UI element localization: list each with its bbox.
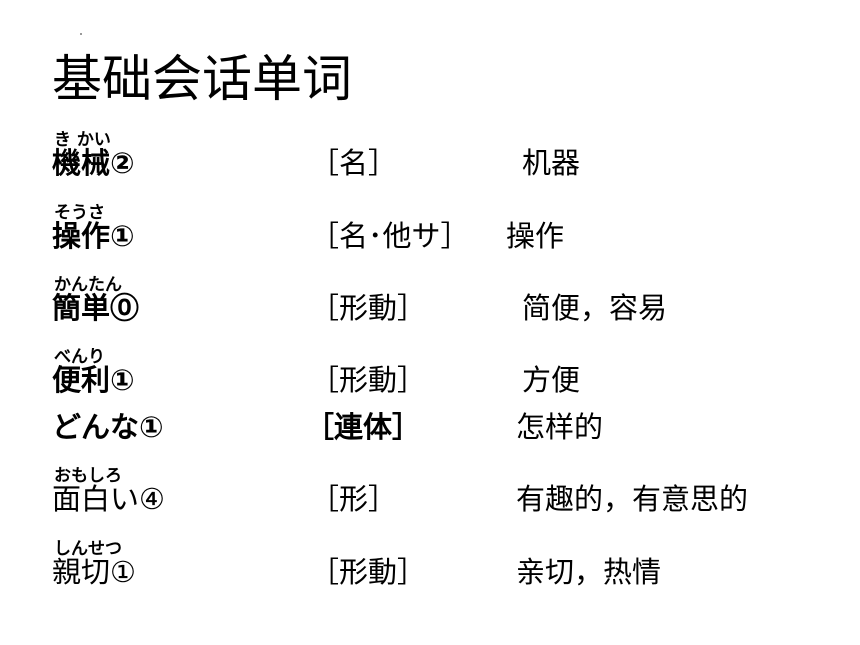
vocab-row-sousa: そうさ 操作① ［名･他サ］ 操作: [0, 204, 860, 254]
vocab-meaning: 操作: [506, 219, 565, 253]
vocab-part-of-speech: ［名･他サ］: [310, 219, 470, 253]
vocab-row-donna: どんな① ［連体］ 怎样的: [0, 395, 860, 445]
vocab-meaning: 怎样的: [516, 410, 604, 444]
vocab-word: 簡単⓪: [52, 291, 140, 325]
vocab-row-kantan: かんたん 簡単⓪ ［形動］ 简便，容易: [0, 276, 860, 326]
vocab-reading: そうさ: [54, 203, 105, 223]
vocab-word: 便利①: [52, 363, 135, 397]
vocab-part-of-speech: ［形］: [310, 482, 398, 516]
vocab-reading: かんたん: [54, 275, 122, 295]
vocab-word: 面白い④: [52, 482, 165, 516]
vocab-meaning: 有趣的，有意思的: [516, 482, 749, 516]
page-title: 基础会话单词: [52, 50, 352, 108]
vocab-word: 操作①: [52, 219, 135, 253]
vocab-reading: き かい: [54, 130, 111, 150]
vocab-word: 機械②: [52, 146, 135, 180]
vocab-meaning: 方便: [522, 363, 581, 397]
decorative-dot: [80, 33, 82, 35]
vocab-reading: おもしろ: [54, 466, 122, 486]
vocab-meaning: 机器: [522, 146, 581, 180]
vocab-word: どんな①: [52, 410, 164, 444]
vocab-row-kikai: き かい 機械② ［名］ 机器: [0, 131, 860, 181]
vocab-meaning: 亲切，热情: [516, 555, 662, 589]
vocab-row-omoshiroi: おもしろ 面白い④ ［形］ 有趣的，有意思的: [0, 467, 860, 517]
vocab-word: 親切①: [52, 555, 136, 589]
vocab-part-of-speech: ［形動］: [310, 291, 427, 325]
vocab-part-of-speech: ［連体］: [305, 410, 422, 444]
vocab-meaning: 简便，容易: [522, 291, 668, 325]
vocab-part-of-speech: ［名］: [310, 146, 398, 180]
vocab-row-benri: べんり 便利① ［形動］ 方便: [0, 348, 860, 398]
vocab-part-of-speech: ［形動］: [310, 363, 427, 397]
vocab-reading: しんせつ: [54, 539, 122, 559]
vocab-row-shinsetsu: しんせつ 親切① ［形動］ 亲切，热情: [0, 540, 860, 590]
vocab-reading: べんり: [54, 347, 105, 367]
vocab-part-of-speech: ［形動］: [310, 555, 427, 589]
